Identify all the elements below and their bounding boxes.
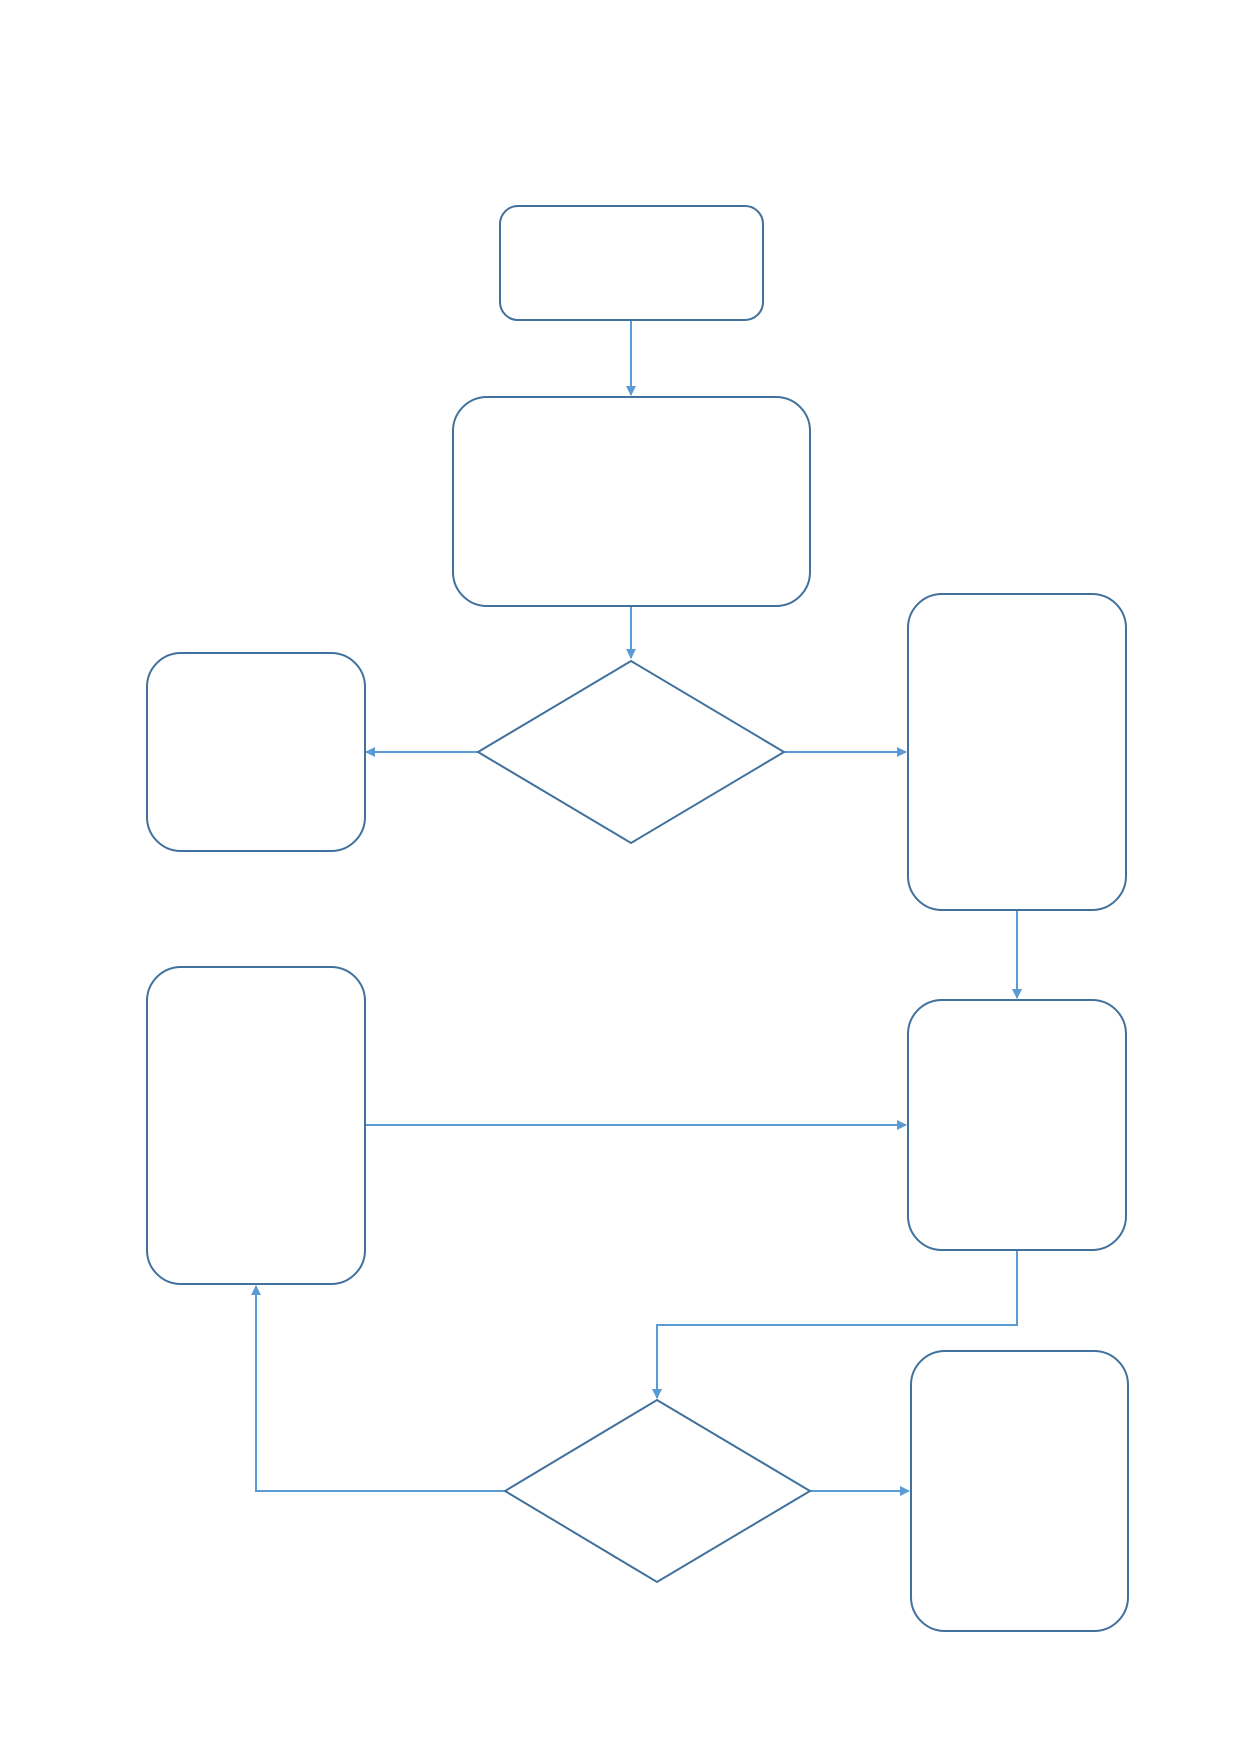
right-box-node-1 xyxy=(907,593,1127,911)
process-node-1 xyxy=(452,396,811,607)
connectors xyxy=(251,320,1022,1496)
start-node xyxy=(499,205,764,321)
right-box-node-2 xyxy=(907,999,1127,1251)
nodes xyxy=(146,205,1129,1632)
right-box-node-3 xyxy=(910,1350,1129,1632)
connector-right-box-2-to-decision-2 xyxy=(652,1250,1018,1399)
decision-node-2 xyxy=(503,1398,812,1584)
left-box-node-2 xyxy=(146,966,366,1285)
decision-node-1 xyxy=(476,659,786,845)
connector-decision-2-to-left-box-2 xyxy=(251,1285,505,1492)
left-box-node-1 xyxy=(146,652,366,852)
